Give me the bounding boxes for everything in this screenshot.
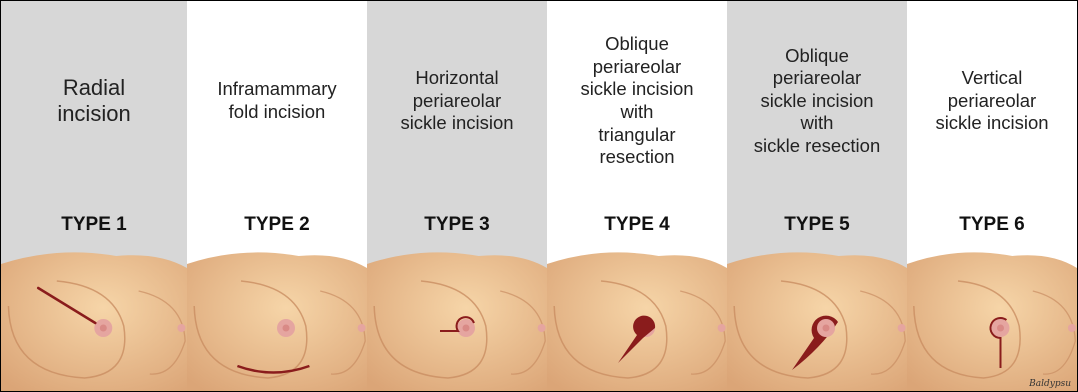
type-label: TYPE 6 (907, 214, 1077, 236)
panel-title: Oblique periareolar sickle incision with… (547, 1, 727, 201)
side-nipple (177, 324, 185, 332)
panel-type-6: Vertical periareolar sickle incision TYP… (907, 1, 1077, 391)
breast-illustration (727, 246, 907, 391)
artist-signature: Baldypsu (1029, 379, 1071, 389)
side-nipple (1068, 324, 1076, 332)
breast-illustration (367, 246, 547, 391)
side-nipple (718, 324, 726, 332)
side-nipple (358, 324, 366, 332)
panel-title: Vertical periareolar sickle incision (907, 1, 1077, 201)
type-label: TYPE 2 (187, 214, 367, 236)
panel-type-1: Radial incision TYPE 1 (1, 1, 187, 391)
side-nipple (898, 324, 906, 332)
type-label: TYPE 1 (1, 214, 187, 236)
torso-shape (187, 252, 367, 391)
panel-title: Oblique periareolar sickle incision with… (727, 1, 907, 201)
panel-type-2: Inframammary fold incision TYPE 2 (187, 1, 367, 391)
panel-type-3: Horizontal periareolar sickle incision T… (367, 1, 547, 391)
nipple (100, 325, 107, 332)
nipple (997, 325, 1004, 332)
side-nipple (538, 324, 546, 332)
type-label: TYPE 5 (727, 214, 907, 236)
nipple (463, 325, 470, 332)
panel-title: Inframammary fold incision (187, 1, 367, 201)
panel-type-4: Oblique periareolar sickle incision with… (547, 1, 727, 391)
breast-illustration (907, 246, 1077, 391)
nipple (823, 325, 830, 332)
panel-type-5: Oblique periareolar sickle incision with… (727, 1, 907, 391)
breast-illustration (547, 246, 727, 391)
breast-illustration (187, 246, 367, 391)
type-label: TYPE 3 (367, 214, 547, 236)
panel-title: Horizontal periareolar sickle incision (367, 1, 547, 201)
type-label: TYPE 4 (547, 214, 727, 236)
nipple (283, 325, 290, 332)
panel-title: Radial incision (1, 1, 187, 201)
breast-illustration (1, 246, 187, 391)
